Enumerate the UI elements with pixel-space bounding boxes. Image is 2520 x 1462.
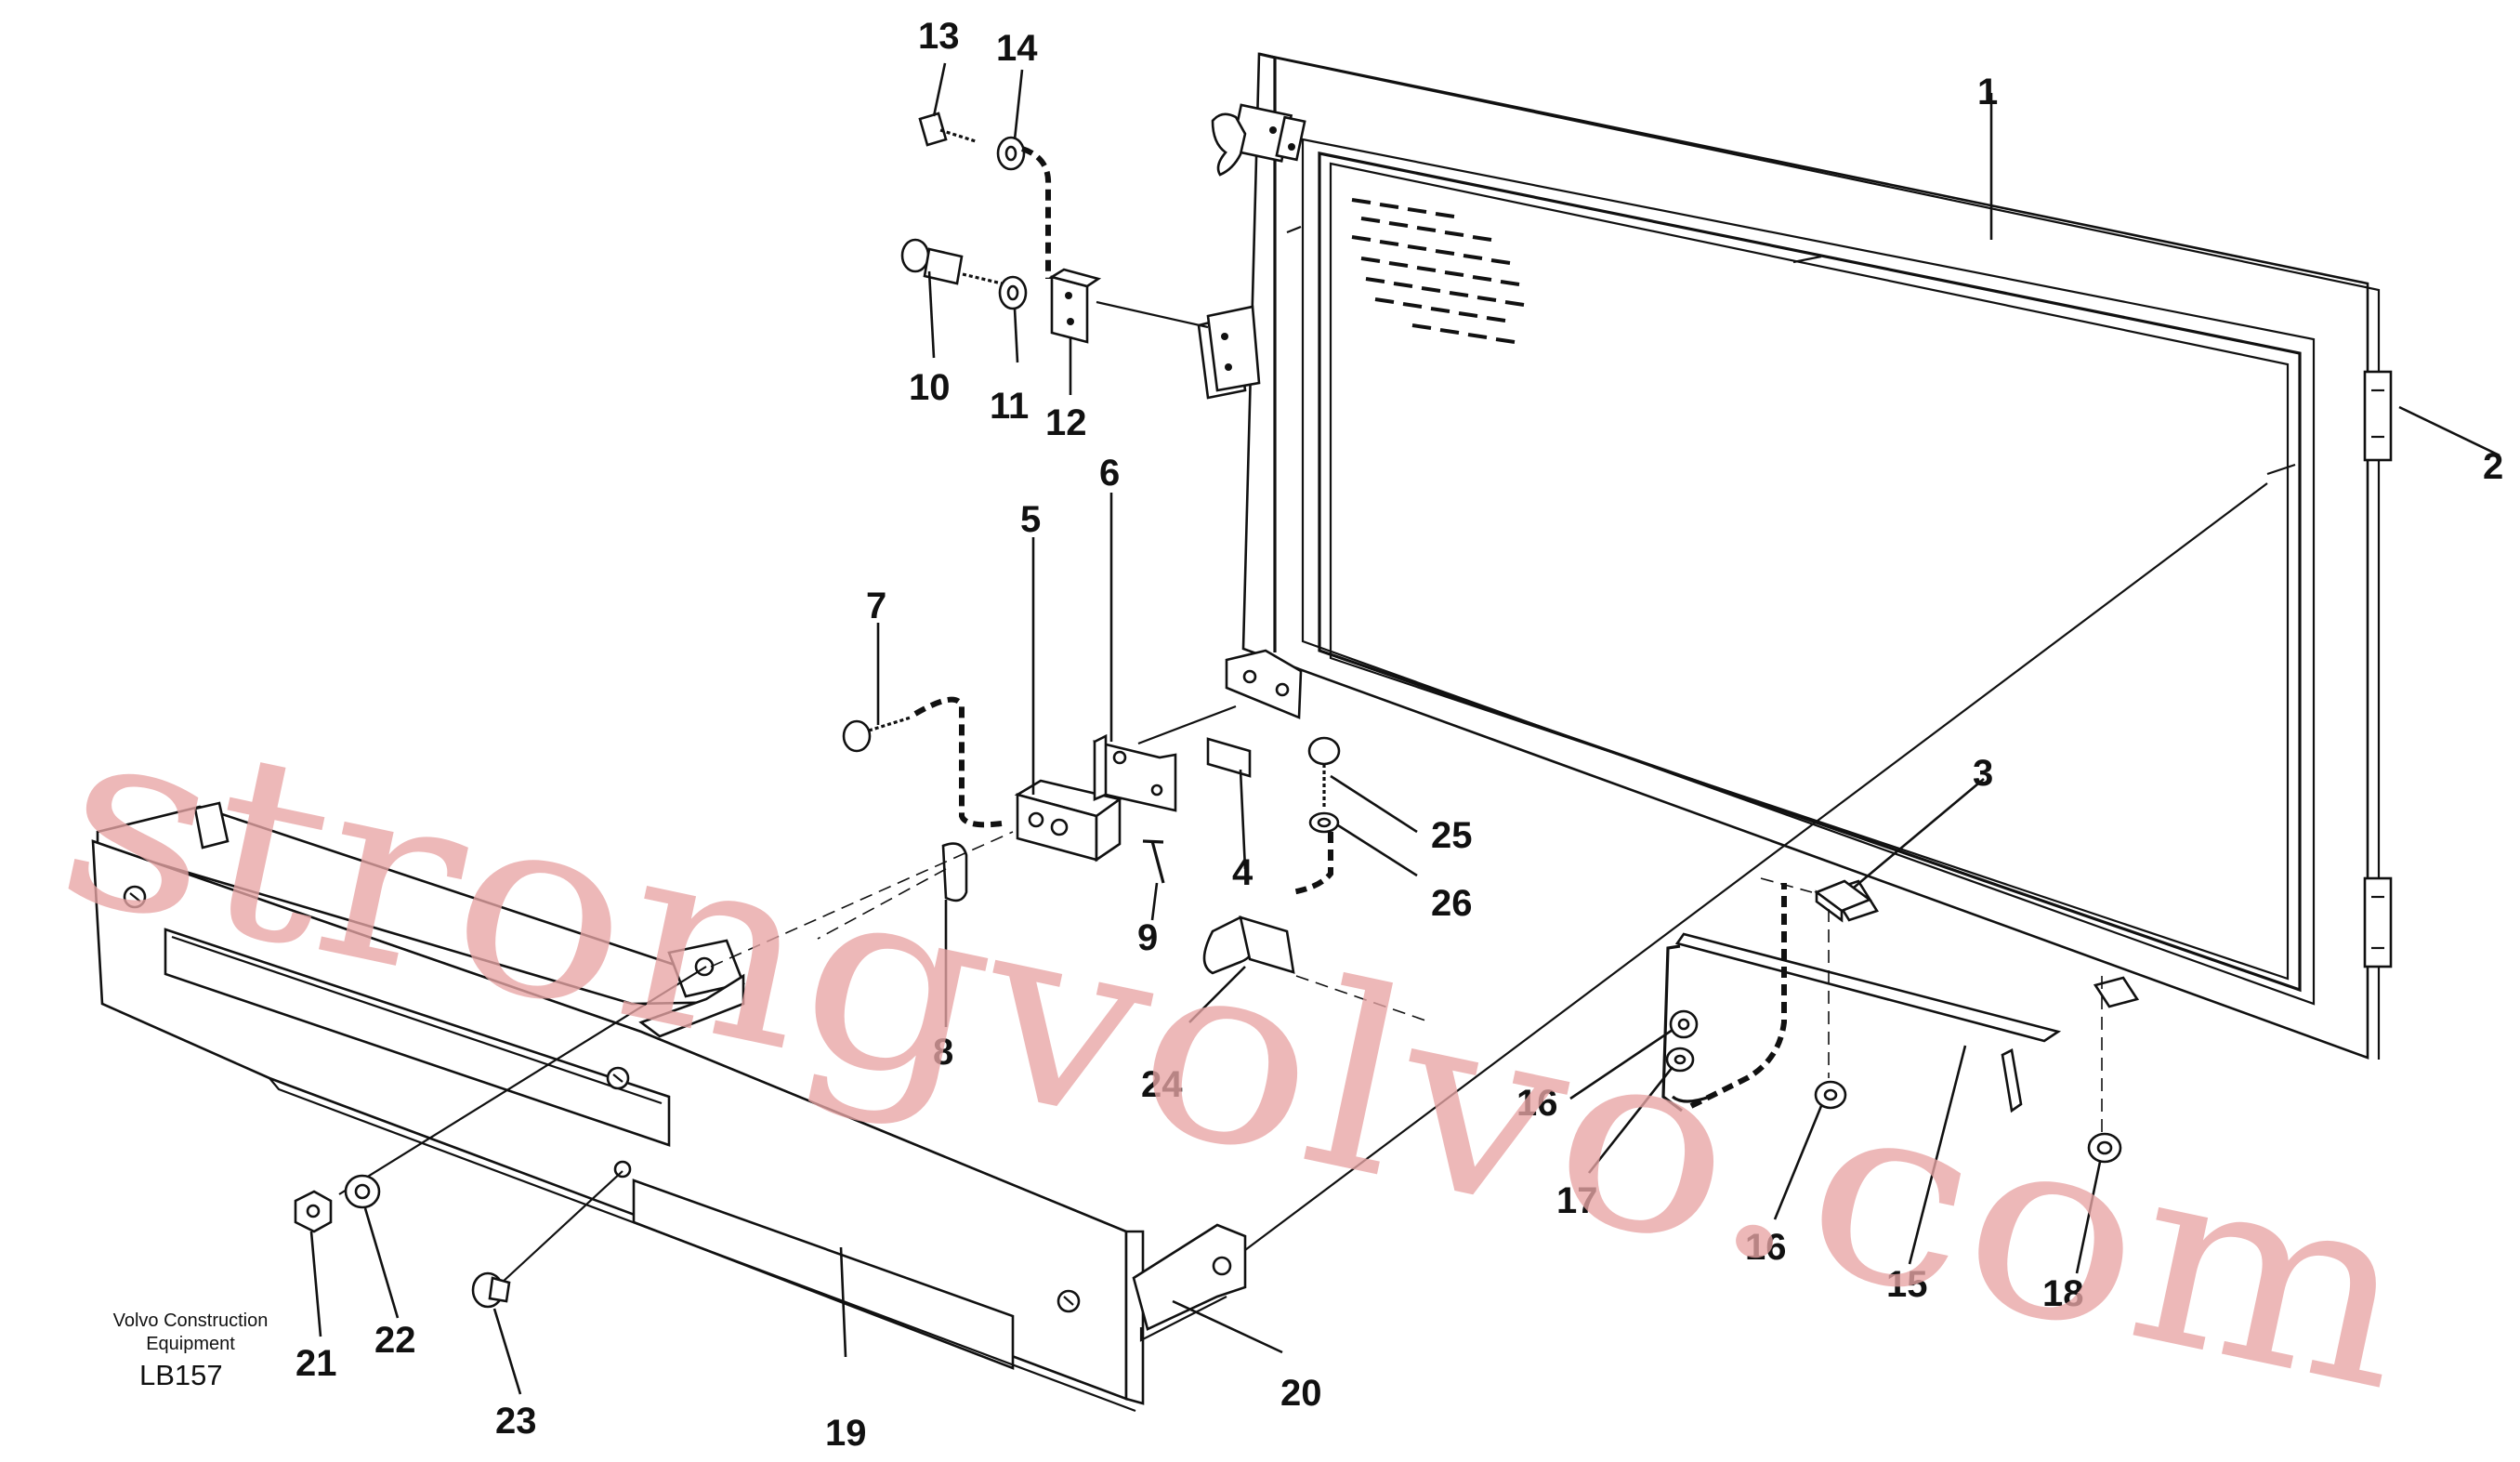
callout-2: 2	[2483, 446, 2503, 487]
callout-19: 19	[825, 1413, 867, 1454]
callout-17: 17	[1556, 1180, 1598, 1221]
callout-18: 18	[2042, 1273, 2084, 1314]
bracket-6	[1093, 733, 1177, 812]
callout-7: 7	[866, 586, 886, 626]
callout-5: 5	[1020, 499, 1041, 540]
callout-8: 8	[933, 1032, 953, 1073]
info-label-grid	[1351, 198, 1525, 344]
callout-20: 20	[1280, 1373, 1322, 1414]
leader-lines	[309, 62, 2500, 1395]
screw-23	[471, 1271, 511, 1309]
callout-9: 9	[1137, 917, 1158, 958]
drawing-code: LB157	[139, 1359, 223, 1391]
bolt-25	[1307, 736, 1341, 809]
bracket-15-group	[1661, 883, 2062, 1113]
washer-14	[996, 136, 1026, 171]
nut-16a	[1669, 1009, 1699, 1039]
callout-14: 14	[996, 28, 1038, 69]
nut-16b	[1814, 1080, 1847, 1110]
latch-top	[1211, 103, 1306, 177]
callout-15: 15	[1886, 1264, 1928, 1305]
credit-block: Volvo Construction Equipment LB157	[113, 1311, 269, 1391]
callout-16b: 16	[1745, 1227, 1787, 1268]
bottom-trim-bracket	[91, 801, 1247, 1413]
screw-7	[842, 716, 912, 753]
hinge-plate-left	[1197, 305, 1261, 400]
callout-23: 23	[495, 1401, 537, 1442]
callout-25: 25	[1431, 815, 1473, 856]
washer-26	[1308, 811, 1340, 834]
right-hinges	[2363, 370, 2393, 968]
nut-21	[294, 1190, 333, 1233]
credit-line-1: Volvo Construction	[113, 1311, 269, 1331]
callout-12: 12	[1045, 402, 1087, 443]
window-frame-panel	[1197, 52, 2393, 1060]
strip-4	[1206, 737, 1252, 778]
callout-26: 26	[1431, 883, 1473, 924]
callout-11: 11	[990, 386, 1029, 427]
callout-labels: 1 2 3 4 5 6 7 8 9 10 11 12 13 14 15 16 1…	[295, 16, 2503, 1454]
callout-22: 22	[374, 1320, 416, 1361]
credit-line-2: Equipment	[146, 1334, 235, 1354]
callout-1: 1	[1977, 72, 1998, 112]
bolt-10	[900, 238, 1003, 285]
callout-4: 4	[1232, 852, 1253, 893]
nut-18	[2087, 1132, 2122, 1164]
washer-22	[344, 1174, 381, 1209]
plate-12	[1048, 268, 1102, 344]
washer-17	[1665, 1047, 1695, 1073]
callout-24: 24	[1141, 1064, 1183, 1105]
latch-block-5	[1014, 779, 1123, 863]
callout-10: 10	[909, 367, 951, 408]
callout-3: 3	[1973, 753, 1993, 794]
pin-9	[1142, 839, 1165, 884]
bolt-13	[918, 112, 977, 147]
callout-6: 6	[1099, 453, 1120, 494]
clip-8	[941, 842, 968, 902]
washer-11	[998, 275, 1028, 310]
clip-3	[1814, 879, 1872, 923]
lower-mount-plate	[1225, 649, 1303, 719]
callout-21: 21	[295, 1343, 337, 1384]
bracket-24	[1202, 915, 1295, 975]
callout-16a: 16	[1516, 1083, 1558, 1124]
callout-13: 13	[918, 16, 960, 57]
